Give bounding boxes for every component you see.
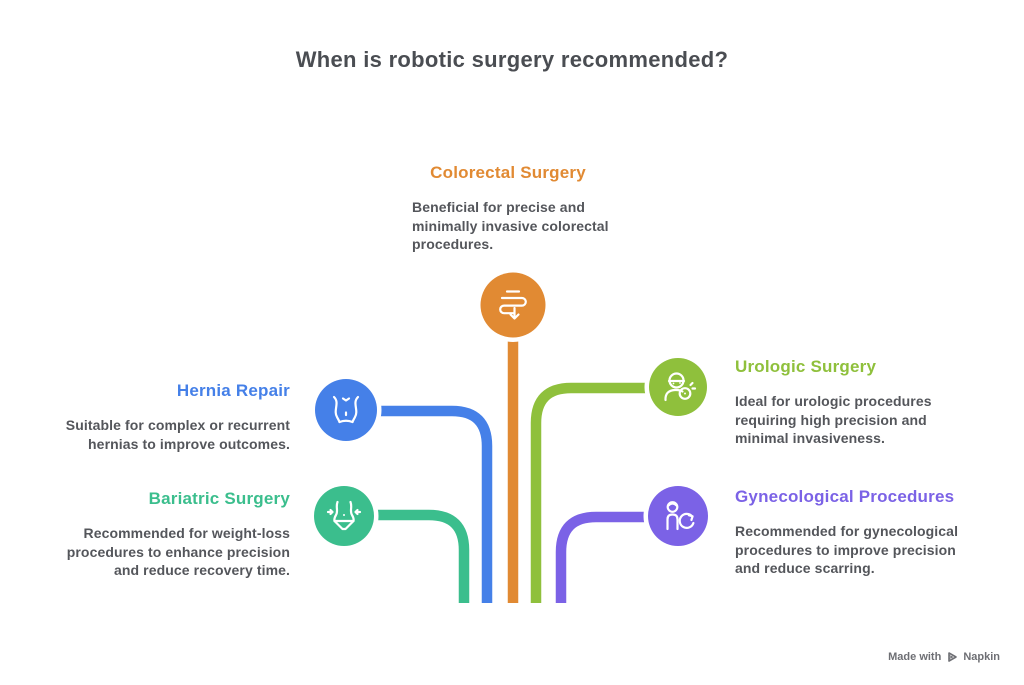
item-heading-urologic: Urologic Surgery xyxy=(735,357,877,376)
watermark-text: Made with xyxy=(888,651,942,663)
item-heading-gynecological: Gynecological Procedures xyxy=(735,487,955,506)
item-bariatric: Bariatric Surgery Recommended for weight… xyxy=(10,488,290,580)
page-title: When is robotic surgery recommended? xyxy=(295,47,729,72)
connector-urologic xyxy=(530,382,672,603)
item-heading-hernia: Hernia Repair xyxy=(176,381,290,400)
item-description-gynecological: Recommended for gynecological procedures… xyxy=(735,523,959,576)
connector-gynecological xyxy=(555,511,672,603)
item-gynecological: Gynecological Procedures Recommended for… xyxy=(735,486,1015,578)
gynecological-node xyxy=(643,481,713,551)
watermark: Made with Napkin xyxy=(888,651,1000,663)
urologic-node xyxy=(644,353,712,421)
surgeon-icon xyxy=(664,372,697,402)
item-description-colorectal: Beneficial for precise and minimally inv… xyxy=(412,199,609,252)
item-description-hernia: Suitable for complex or recurrent hernia… xyxy=(65,417,290,452)
colorectal-node xyxy=(476,268,550,342)
abdomen-icon xyxy=(332,395,360,424)
waistline-icon xyxy=(326,500,362,531)
napkin-logo-icon xyxy=(946,651,958,663)
connector-hernia xyxy=(352,405,493,603)
hernia-node xyxy=(310,374,382,446)
item-colorectal: Colorectal Surgery Beneficial for precis… xyxy=(412,162,609,254)
connector-bariatric xyxy=(350,509,470,603)
bariatric-node xyxy=(309,481,379,551)
item-heading-bariatric: Bariatric Surgery xyxy=(148,489,290,508)
intestine-icon xyxy=(499,290,527,320)
female-patient-refresh-icon xyxy=(666,501,695,531)
item-description-urologic: Ideal for urologic procedures requiring … xyxy=(735,393,932,446)
item-heading-colorectal: Colorectal Surgery xyxy=(430,163,586,182)
item-description-bariatric: Recommended for weight-loss procedures t… xyxy=(66,525,290,578)
item-hernia: Hernia Repair Suitable for complex or re… xyxy=(10,380,290,453)
watermark-brand: Napkin xyxy=(963,651,1000,663)
item-urologic: Urologic Surgery Ideal for urologic proc… xyxy=(735,356,1015,448)
